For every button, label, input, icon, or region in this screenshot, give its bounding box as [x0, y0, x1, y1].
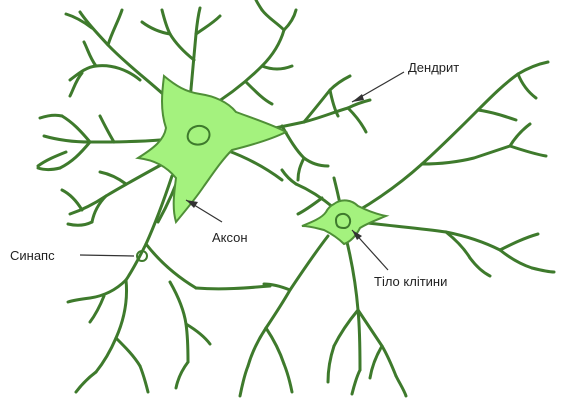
axon-label: Аксон: [212, 230, 248, 245]
dendrite-label: Дендрит: [408, 60, 459, 75]
right-neuron-dendrites: [240, 62, 554, 396]
synapse-pointer-line: [80, 255, 134, 256]
right-neuron-soma: [302, 200, 386, 244]
synapse-label: Синапс: [10, 248, 55, 263]
cell-body-label: Тіло клітини: [374, 274, 447, 289]
